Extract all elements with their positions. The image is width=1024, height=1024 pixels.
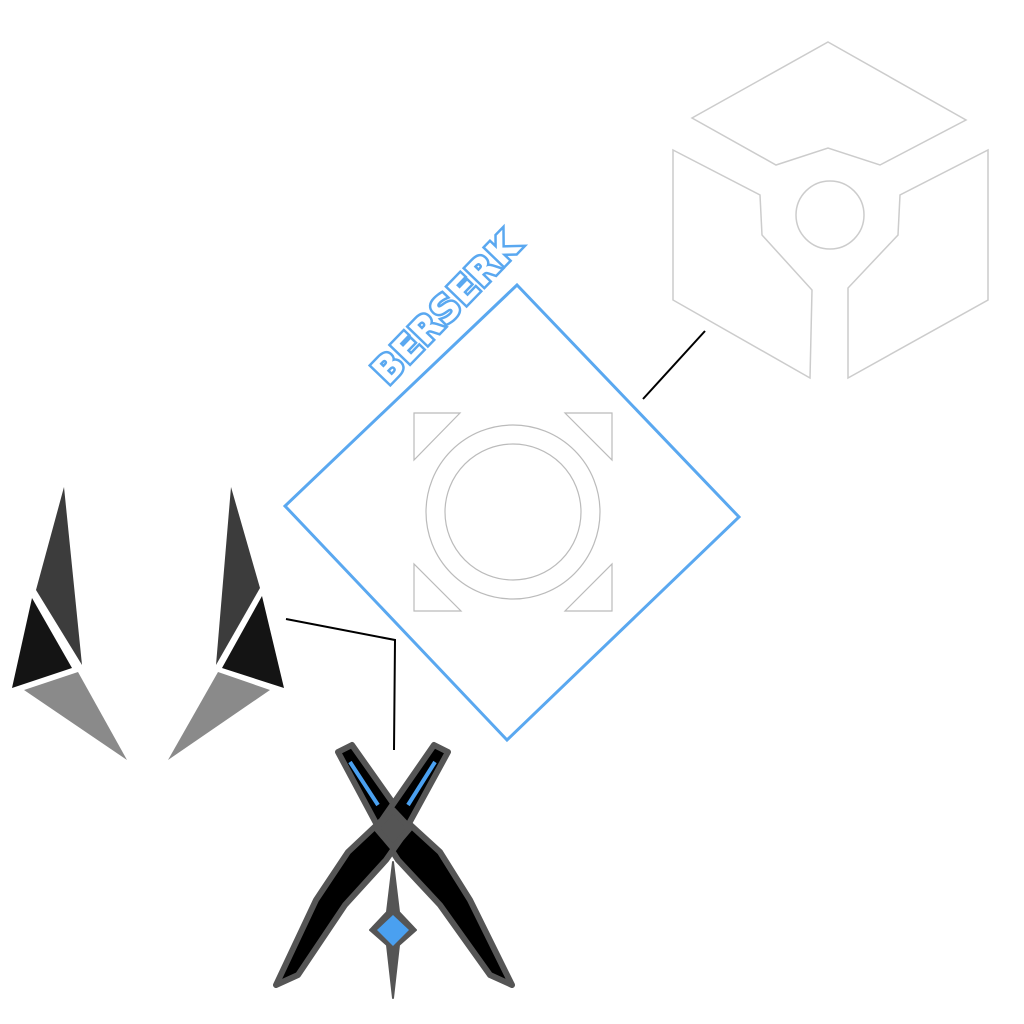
cube-ring-icon[interactable]	[672, 41, 989, 380]
skill-node-berserk[interactable]: BERSERK	[282, 222, 742, 743]
crossed-swords-icon[interactable]	[273, 742, 515, 999]
target-ring-icon	[413, 412, 613, 612]
claws-icon[interactable]	[12, 487, 284, 760]
connector-line	[642, 330, 706, 400]
connector-line	[285, 618, 397, 751]
